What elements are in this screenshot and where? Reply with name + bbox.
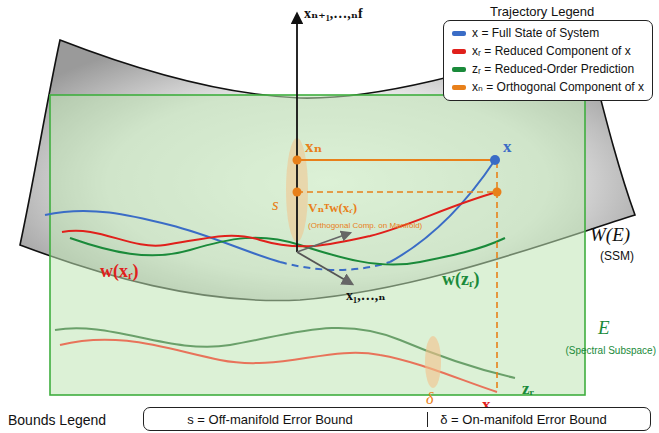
projection-note: (Orthogonal Comp. on Manifold) (308, 222, 422, 231)
bound-label: δ (426, 390, 433, 408)
orange-dot (493, 188, 502, 197)
curve-label: w(zᵣ) (442, 270, 480, 290)
leader-arrow (297, 233, 350, 252)
legend-row: x = Full State of System (452, 24, 644, 42)
vector-label-holder: xₙ (305, 138, 322, 157)
manifold-note-holder: (SSM) (600, 246, 634, 264)
vector-label: x (503, 138, 512, 157)
legend-title: Bounds Legend (8, 413, 106, 428)
legend-title-holder: Trajectory Legend (490, 2, 594, 20)
legend-row: δ = On-manifold Error Bound (427, 412, 619, 427)
axis-vertical (296, 14, 298, 252)
legend-title-holder: Bounds Legend (8, 411, 106, 429)
red-manifold-curve (62, 192, 497, 246)
legend-row: s = Off-manifold Error Bound (175, 412, 365, 427)
delta-bound (425, 336, 441, 388)
curve-label-holder: w(zᵣ) (442, 270, 480, 290)
subspace-label-holder: E (598, 318, 610, 339)
legend-swatch (452, 85, 466, 90)
legend-text: zᵣ = Reduced-Order Prediction (472, 62, 634, 76)
subspace-note-holder: (Spectral Subspace) (565, 340, 656, 358)
axis-label-holder: x₁,…,ₙ (346, 286, 385, 304)
green-manifold-curve (70, 238, 505, 265)
bound-label-holder: s (272, 196, 279, 215)
curve-label: w(xᵣ) (100, 262, 139, 282)
projection-label: Vₙᵀw(xᵣ) (308, 201, 357, 215)
projection-label-holder: Vₙᵀw(xᵣ) (308, 198, 357, 216)
subspace-note: (Spectral Subspace) (565, 345, 656, 356)
axis-reduced (297, 252, 352, 284)
axis-label: xₙ₊₁,…,ₙf (304, 6, 363, 21)
legend-swatch (452, 49, 466, 54)
legend-row: xₙ = Orthogonal Component of x (452, 78, 644, 96)
subspace-label: E (598, 318, 610, 339)
legend-row: xᵣ = Reduced Component of x (452, 42, 644, 60)
manifold-label-holder: W(E) (590, 225, 630, 246)
legend-row: zᵣ = Reduced-Order Prediction (452, 60, 644, 78)
spectral-plane (50, 95, 585, 395)
legend-swatch (452, 31, 466, 36)
bound-label: s (272, 196, 279, 215)
reduced-curve (55, 328, 515, 378)
curve-label-holder: w(xᵣ) (100, 262, 139, 282)
manifold-label: W(E) (590, 225, 630, 246)
legend-text: x = Full State of System (472, 26, 599, 40)
projection-note-holder: (Orthogonal Comp. on Manifold) (308, 214, 422, 232)
orange-dot (293, 156, 302, 165)
legend-text: s = Off-manifold Error Bound (187, 412, 353, 427)
vector-label: zᵣ (522, 380, 534, 399)
orange-dot (293, 188, 302, 197)
legend-text: δ = On-manifold Error Bound (440, 412, 607, 427)
orthogonal-line (297, 159, 495, 161)
legend-title: Trajectory Legend (490, 5, 594, 19)
trajectory-legend-box: x = Full State of System xᵣ = Reduced Com… (443, 20, 653, 101)
legend-swatch (452, 67, 466, 72)
axis-label: x₁,…,ₙ (346, 288, 385, 303)
vector-label: xₙ (305, 138, 322, 157)
legend-text: xᵣ = Reduced Component of x (472, 44, 631, 58)
bound-label-holder: δ (426, 390, 433, 408)
axis-label-holder: xₙ₊₁,…,ₙf (304, 4, 363, 22)
projection-dash (297, 191, 497, 193)
manifold-note: (SSM) (600, 250, 634, 263)
state-dot (490, 155, 500, 165)
bounds-legend-box: s = Off-manifold Error Bound δ = On-manif… (143, 407, 651, 431)
vector-label-holder: zᵣ (522, 380, 534, 399)
vector-label-holder: x (503, 138, 512, 157)
legend-text: xₙ = Orthogonal Component of x (472, 80, 644, 94)
